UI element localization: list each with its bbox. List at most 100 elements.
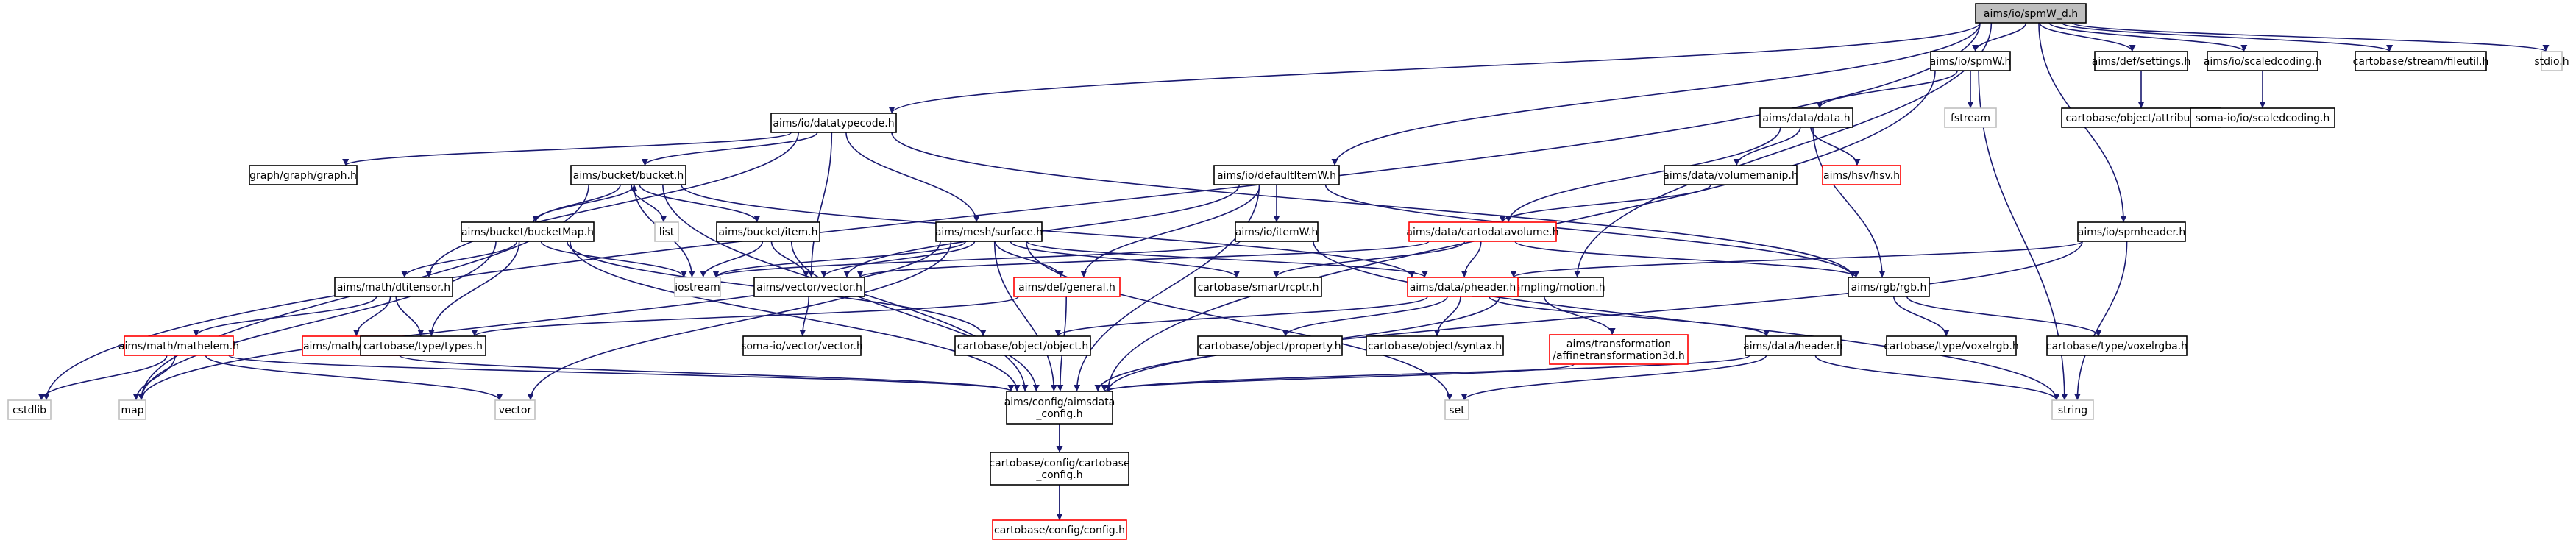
- edge-bucketitem-to-vectorh: [770, 241, 810, 278]
- edge-root-to-spmW: [1972, 22, 2027, 52]
- node-bucket[interactable]: aims/bucket/bucket.h: [570, 165, 686, 185]
- node-label: cartobase/config/config.h: [994, 525, 1125, 536]
- node-label: aims/vector/vector.h: [756, 282, 862, 294]
- node-header[interactable]: aims/data/header.h: [1743, 335, 1843, 356]
- node-box: [118, 399, 146, 420]
- edge-bucketMap-to-dtitensor: [401, 241, 518, 278]
- edge-header-to-string: [1814, 355, 2060, 401]
- edge-mathelem-to-cstdlib: [38, 355, 168, 401]
- node-box: [1444, 399, 1469, 420]
- node-rcptr[interactable]: cartobase/smart/rcptr.h: [1194, 277, 1322, 297]
- node-label: aims/transformation: [1566, 338, 1671, 350]
- node-rgb[interactable]: aims/rgb/rgb.h: [1848, 277, 1930, 297]
- node-label: _config.h: [1035, 469, 1082, 481]
- node-itemW[interactable]: aims/io/itemW.h: [1235, 221, 1319, 242]
- node-pheader[interactable]: aims/data/pheader.h: [1407, 277, 1519, 297]
- node-box: [1235, 221, 1319, 242]
- node-surface[interactable]: aims/mesh/surface.h: [935, 221, 1043, 242]
- node-label: cartobase/object/attributed.h: [2065, 113, 2216, 124]
- node-cartobasecfg[interactable]: cartobase/config/cartobase_config.h: [989, 452, 1130, 486]
- edge-spmW-to-datah: [1816, 70, 1958, 109]
- edge-root-to-scaledcoding: [2048, 22, 2248, 52]
- node-somascaled[interactable]: soma-io/io/scaledcoding.h: [2190, 107, 2335, 128]
- node-config[interactable]: cartobase/config/config.h: [992, 519, 1127, 540]
- edge-header-to-set: [1461, 355, 1767, 401]
- node-box: [2046, 335, 2188, 356]
- node-box: [1366, 335, 1504, 356]
- node-box: [1013, 277, 1121, 297]
- node-list: list: [654, 221, 679, 242]
- node-box: [7, 399, 52, 420]
- node-volumemanip[interactable]: aims/data/volumemanip.h: [1663, 165, 1798, 185]
- node-label: cartobase/type/voxelrgb.h: [1884, 341, 2019, 352]
- node-voxelrgba[interactable]: cartobase/type/voxelrgba.h: [2046, 335, 2188, 356]
- node-box: [2207, 51, 2318, 71]
- node-label: aims/def/settings.h: [2092, 56, 2190, 68]
- edge-pheader-to-property: [1282, 296, 1448, 337]
- node-label: aims/io/defaultItemW.h: [1217, 170, 1336, 182]
- edge-vectorh-to-somavector: [799, 296, 809, 337]
- node-cartodatavolume[interactable]: aims/data/cartodatavolume.h: [1406, 221, 1559, 242]
- node-box: [1822, 165, 1901, 185]
- edge-surface-to-vector: [527, 241, 952, 401]
- edge-surface-to-aimsdata: [993, 241, 1057, 392]
- node-datah[interactable]: aims/data/data.h: [1759, 107, 1853, 128]
- edge-defaultItemW-to-rgb: [1324, 184, 1856, 278]
- edge-bucketMap-to-types: [427, 241, 520, 337]
- node-datatypecode[interactable]: aims/io/datatypecode.h: [770, 113, 897, 133]
- node-defaultItemW[interactable]: aims/io/defaultItemW.h: [1213, 165, 1340, 185]
- node-string: string: [2051, 399, 2094, 420]
- node-label: soma-io/io/scaledcoding.h: [2196, 113, 2330, 124]
- node-hsv[interactable]: aims/hsv/hsv.h: [1822, 165, 1901, 185]
- node-somavector[interactable]: soma-io/vector/vector.h: [741, 335, 863, 356]
- node-aimsdata[interactable]: aims/config/aimsdata_config.h: [1004, 391, 1115, 425]
- edge-general-to-types: [471, 296, 1019, 337]
- edge-spmheader-to-aimsdata: [1104, 241, 2083, 392]
- node-label: aims/math/mathelem.h: [118, 341, 239, 352]
- node-general[interactable]: aims/def/general.h: [1013, 277, 1121, 297]
- node-root[interactable]: aims/io/spmW_d.h: [1975, 3, 2087, 24]
- node-label: aims/data/cartodatavolume.h: [1406, 227, 1558, 238]
- node-syntax[interactable]: cartobase/object/syntax.h: [1366, 335, 1504, 356]
- node-types[interactable]: cartobase/type/types.h: [360, 335, 486, 356]
- node-affine[interactable]: aims/transformation/affinetransformation…: [1549, 334, 1689, 365]
- node-box: [494, 399, 536, 420]
- node-scaledcoding[interactable]: aims/io/scaledcoding.h: [2204, 51, 2321, 71]
- node-graph[interactable]: graph/graph/graph.h: [249, 165, 358, 185]
- node-property[interactable]: cartobase/object/property.h: [1197, 335, 1343, 356]
- node-spmW[interactable]: aims/io/spmW.h: [1930, 51, 2012, 71]
- edge-bucketitem-to-iostream: [700, 241, 764, 278]
- node-box: [1886, 335, 2017, 356]
- node-mathelem[interactable]: aims/math/mathelem.h: [118, 335, 239, 356]
- node-box: [1407, 277, 1519, 297]
- edge-datah-to-cartodatavolume: [1505, 127, 1781, 223]
- node-label: iostream: [675, 282, 720, 294]
- edge-root-to-stdio: [2071, 22, 2550, 52]
- node-box: [935, 221, 1043, 242]
- edge-volumemanip-to-cartodatavolume: [1499, 184, 1711, 223]
- edge-datatypecode-to-bucket: [641, 132, 818, 166]
- node-label: map: [121, 405, 143, 416]
- node-objecth[interactable]: cartobase/object/object.h: [954, 335, 1091, 356]
- node-fileutil[interactable]: cartobase/stream/fileutil.h: [2353, 51, 2489, 71]
- node-voxelrgb[interactable]: cartobase/type/voxelrgb.h: [1884, 335, 2019, 356]
- node-spmheader[interactable]: aims/io/spmheader.h: [2077, 221, 2186, 242]
- node-label: stdio.h: [2534, 56, 2569, 68]
- node-bucketitem[interactable]: aims/bucket/item.h: [716, 221, 820, 242]
- node-label: aims/hsv/hsv.h: [1823, 170, 1900, 182]
- node-settings[interactable]: aims/def/settings.h: [2092, 51, 2190, 71]
- node-vectorh[interactable]: aims/vector/vector.h: [753, 277, 865, 297]
- edge-resampling-to-affine: [1544, 296, 1616, 335]
- node-cstdlib: cstdlib: [7, 399, 52, 420]
- node-label: aims/mesh/surface.h: [935, 227, 1043, 238]
- node-box: [2355, 51, 2487, 71]
- node-box: [2094, 51, 2188, 71]
- edge-cartodatavolume-to-rcptr: [1273, 241, 1466, 278]
- node-bucketMap[interactable]: aims/bucket/bucketMap.h: [461, 221, 595, 242]
- edge-root-to-settings: [2039, 22, 2136, 52]
- node-label: cartobase/type/voxelrgba.h: [2046, 341, 2188, 352]
- edge-defaultItemW-to-aimsdata: [1074, 184, 1260, 392]
- edge-surface-to-map: [138, 241, 941, 401]
- node-dtitensor[interactable]: aims/math/dtitensor.h: [334, 277, 453, 297]
